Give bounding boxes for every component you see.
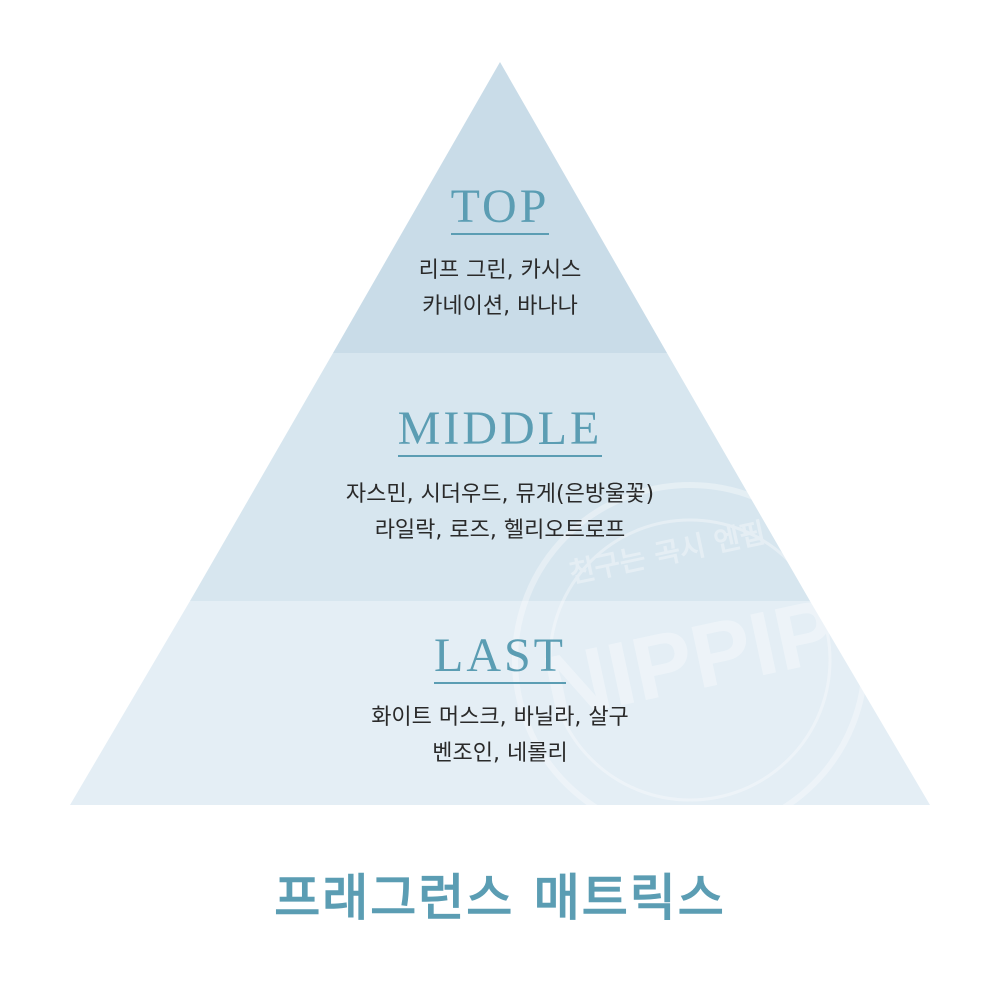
last-tier — [70, 601, 930, 805]
top-tier-notes: 리프 그린, 카시스 카네이션, 바나나 — [0, 253, 1000, 325]
watermark-inner-ring — [548, 518, 832, 802]
last-tier-title: LAST — [0, 632, 1000, 684]
top-tier-title: TOP — [0, 183, 1000, 235]
page-title: 프래그런스 매트릭스 — [274, 869, 726, 927]
watermark-ring — [512, 482, 868, 838]
top-notes-line-2: 카네이션, 바나나 — [422, 294, 578, 319]
top-tier — [333, 62, 667, 353]
top-notes-line-1: 리프 그린, 카시스 — [418, 258, 582, 283]
middle-tier-title: MIDDLE — [0, 405, 1000, 457]
last-notes-line-2: 벤조인, 네롤리 — [432, 741, 568, 766]
middle-tier-title-text: MIDDLE — [397, 402, 603, 457]
top-tier-title-text: TOP — [450, 180, 550, 235]
last-tier-title-text: LAST — [434, 629, 566, 684]
last-notes-line-1: 화이트 머스크, 바닐라, 살구 — [371, 705, 629, 730]
last-tier-notes: 화이트 머스크, 바닐라, 살구 벤조인, 네롤리 — [0, 700, 1000, 772]
middle-notes-line-1: 자스민, 시더우드, 뮤게(은방울꽃) — [345, 482, 655, 507]
middle-notes-line-2: 라일락, 로즈, 헬리오트로프 — [374, 518, 626, 543]
middle-tier-notes: 자스민, 시더우드, 뮤게(은방울꽃) 라일락, 로즈, 헬리오트로프 — [0, 477, 1000, 549]
middle-tier — [190, 353, 810, 601]
